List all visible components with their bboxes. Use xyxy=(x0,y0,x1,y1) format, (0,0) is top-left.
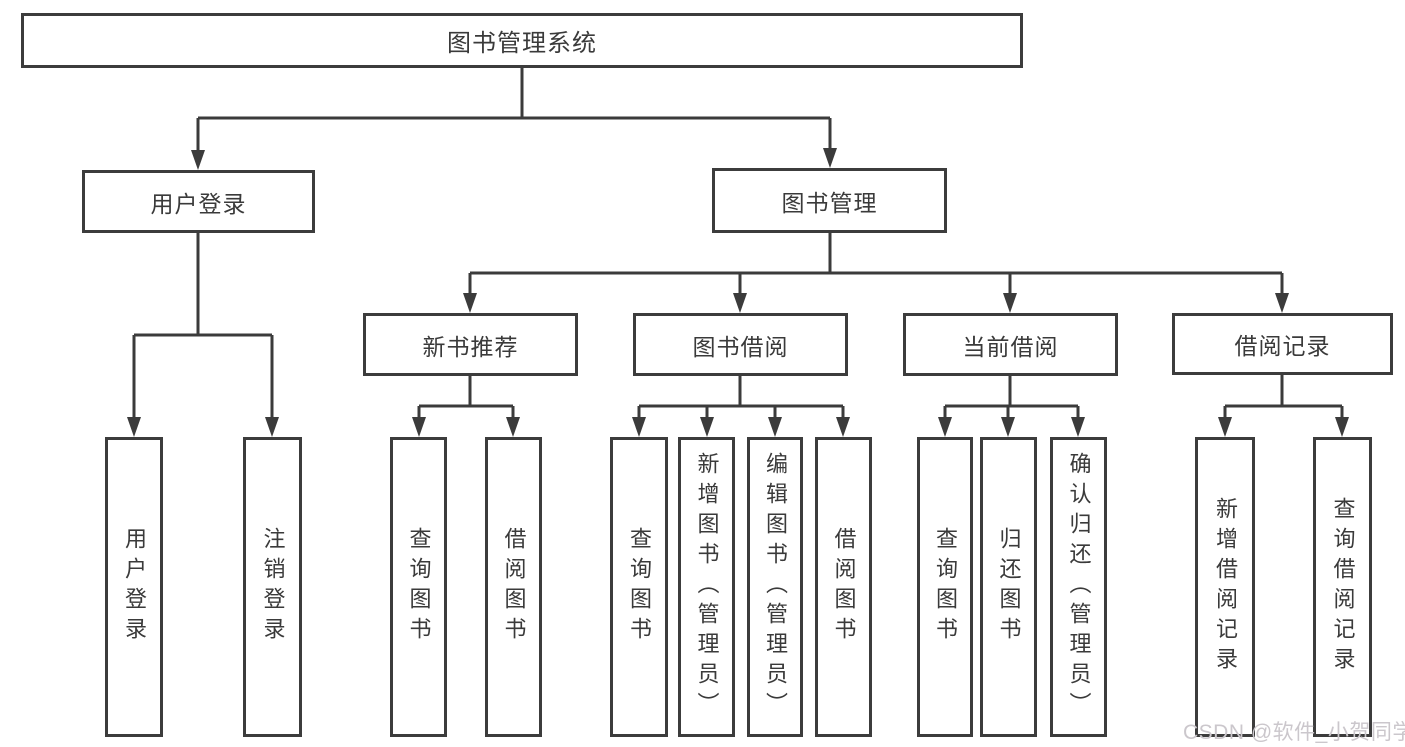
leaf-label: 归还图书 xyxy=(996,527,1022,647)
leaf-query-book-recommend: 查询图书 xyxy=(390,437,447,737)
leaf-edit-book-admin: 编辑图书（管理员） xyxy=(747,437,803,737)
leaf-label: 编辑图书（管理员） xyxy=(763,452,788,722)
arrowhead xyxy=(836,417,850,437)
leaf-query-book-borrow: 查询图书 xyxy=(610,437,668,737)
node-book-management: 图书管理 xyxy=(712,168,947,233)
leaf-borrow-book-recommend: 借阅图书 xyxy=(485,437,542,737)
leaf-label: 查询图书 xyxy=(933,527,958,647)
connector-current-borrow-children xyxy=(943,376,1080,418)
leaf-user-login: 用户登录 xyxy=(105,437,163,737)
leaf-label: 查询图书 xyxy=(627,527,652,647)
connector-borrow-records-children xyxy=(1223,375,1344,418)
leaf-query-book-current: 查询图书 xyxy=(917,437,973,737)
connector-new-book-children xyxy=(417,376,515,418)
leaf-add-book-admin: 新增图书（管理员） xyxy=(678,437,735,737)
node-new-book-recommend: 新书推荐 xyxy=(363,313,578,376)
arrowhead xyxy=(506,417,520,437)
leaf-label: 注销登录 xyxy=(260,527,286,647)
arrowhead xyxy=(632,417,646,437)
leaf-borrow-book: 借阅图书 xyxy=(815,437,872,737)
arrowhead xyxy=(733,293,747,313)
node-current-borrow: 当前借阅 xyxy=(903,313,1118,376)
leaf-label: 新增借阅记录 xyxy=(1213,497,1238,677)
leaf-label: 查询借阅记录 xyxy=(1330,497,1356,677)
leaf-label: 新增图书（管理员） xyxy=(694,452,720,722)
arrowhead xyxy=(1003,293,1017,313)
leaf-add-borrow-record: 新增借阅记录 xyxy=(1195,437,1255,737)
leaf-return-book: 归还图书 xyxy=(980,437,1037,737)
node-library-management-system: 图书管理系统 xyxy=(21,13,1023,68)
node-user-login: 用户登录 xyxy=(82,170,315,233)
node-book-borrow: 图书借阅 xyxy=(633,313,848,376)
arrowhead xyxy=(1071,417,1085,437)
leaf-label: 确认归还（管理员） xyxy=(1066,452,1092,722)
arrowhead xyxy=(265,417,279,437)
leaf-query-borrow-record: 查询借阅记录 xyxy=(1313,437,1372,737)
arrowhead xyxy=(127,417,141,437)
connector-book-mgmt-children xyxy=(468,233,1284,294)
leaf-label: 借阅图书 xyxy=(501,527,527,647)
arrowhead xyxy=(191,150,205,170)
connector-book-borrow-children xyxy=(637,376,845,418)
arrowhead xyxy=(938,417,952,437)
leaf-label: 借阅图书 xyxy=(831,527,857,647)
arrowhead xyxy=(412,417,426,437)
leaf-logout: 注销登录 xyxy=(243,437,302,737)
watermark: CSDN @软件_小贺同学 xyxy=(1183,721,1405,744)
node-borrow-records: 借阅记录 xyxy=(1172,313,1393,375)
arrowhead xyxy=(1001,417,1015,437)
arrowhead xyxy=(1218,417,1232,437)
leaf-confirm-return-admin: 确认归还（管理员） xyxy=(1050,437,1107,737)
arrowhead xyxy=(823,148,837,168)
arrowhead xyxy=(463,293,477,313)
leaf-label: 查询图书 xyxy=(406,527,432,647)
connector-user-login-children xyxy=(132,233,274,418)
arrowhead xyxy=(700,417,714,437)
arrowhead xyxy=(768,417,782,437)
connector-root-to-level2 xyxy=(196,68,832,151)
leaf-label: 用户登录 xyxy=(122,527,147,647)
arrowhead xyxy=(1335,417,1349,437)
arrowhead xyxy=(1275,293,1289,313)
